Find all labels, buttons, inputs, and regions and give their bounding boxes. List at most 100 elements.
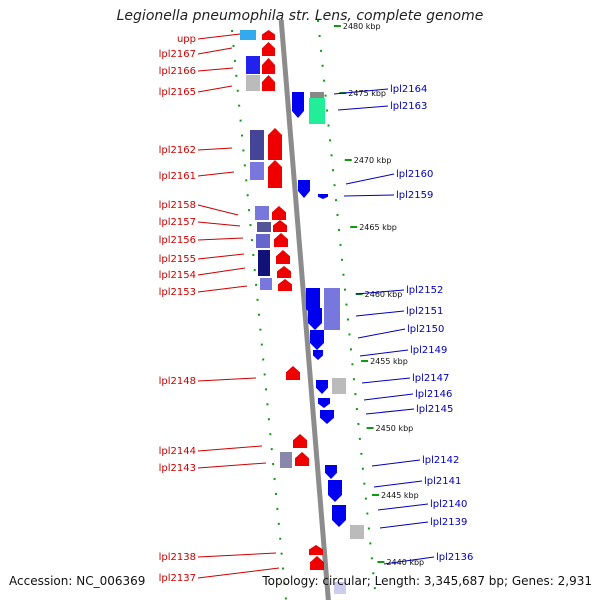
left-label-leader xyxy=(197,462,267,469)
right-gene-label: lpl2145 xyxy=(416,404,453,415)
genome-summary-text: Topology: circular; Length: 3,345,687 bp… xyxy=(262,574,592,588)
gene-block xyxy=(350,525,364,539)
forward-gene xyxy=(309,545,323,555)
left-gene-label: lpl2153 xyxy=(159,287,196,298)
forward-gene xyxy=(274,233,288,247)
right-label-leader xyxy=(361,377,411,384)
left-gene-label: lpl2155 xyxy=(159,254,196,265)
kbp-tick-label: 2465 kbp xyxy=(359,223,397,232)
right-gene-label: lpl2163 xyxy=(390,101,427,112)
reverse-gene xyxy=(308,308,322,330)
reverse-gene-block xyxy=(240,30,256,40)
forward-gene xyxy=(262,30,275,40)
left-label-leader xyxy=(197,267,246,276)
forward-gene xyxy=(310,556,324,570)
right-label-leader xyxy=(359,349,409,357)
left-gene-label: lpl2154 xyxy=(159,270,196,281)
forward-gene xyxy=(268,160,282,188)
reverse-gene xyxy=(316,380,328,394)
right-label-leader xyxy=(343,194,395,197)
left-gene-label: lpl2143 xyxy=(159,463,196,474)
right-gene-label: lpl2152 xyxy=(406,285,443,296)
kbp-tick-label: 2475 kbp xyxy=(348,89,386,98)
left-label-leader xyxy=(197,171,235,177)
left-label-leader xyxy=(197,377,257,382)
reverse-gene xyxy=(292,92,304,118)
left-gene-label: lpl2162 xyxy=(159,145,196,156)
left-gene-label: lpl2156 xyxy=(159,235,196,246)
left-gene-label: lpl2144 xyxy=(159,446,196,457)
map-title: Legionella pneumophila str. Lens, comple… xyxy=(116,8,484,24)
left-label-leader xyxy=(197,285,248,293)
left-label-leader xyxy=(197,445,263,452)
reverse-gene-block xyxy=(260,278,272,290)
reverse-gene-block xyxy=(250,130,264,160)
left-label-leader xyxy=(197,85,233,93)
left-label-leader xyxy=(197,253,245,260)
right-gene-label: lpl2159 xyxy=(396,190,433,201)
left-gene-label: lpl2138 xyxy=(159,552,196,563)
forward-gene xyxy=(277,266,291,278)
forward-gene xyxy=(286,366,300,380)
reverse-gene xyxy=(313,350,323,360)
forward-gene xyxy=(276,250,290,264)
gene-block xyxy=(324,288,340,330)
kbp-tick-label: 2445 kbp xyxy=(381,491,419,500)
left-gene-label: upp xyxy=(177,34,196,45)
right-label-leader xyxy=(373,480,423,488)
reverse-gene xyxy=(310,330,324,350)
right-gene-label: lpl2160 xyxy=(396,169,433,180)
right-gene-label: lpl2136 xyxy=(436,552,473,563)
left-label-leader xyxy=(197,552,277,558)
forward-gene xyxy=(262,75,275,91)
right-gene-label: lpl2164 xyxy=(390,84,427,95)
forward-gene xyxy=(262,42,275,56)
right-label-leader xyxy=(355,310,405,317)
reverse-gene xyxy=(320,410,334,424)
right-gene-label: lpl2150 xyxy=(407,324,444,335)
left-gene-label: lpl2148 xyxy=(159,376,196,387)
left-gene-label: lpl2161 xyxy=(159,171,196,182)
right-gene-label: lpl2140 xyxy=(430,499,467,510)
right-gene-label: lpl2141 xyxy=(424,476,461,487)
right-gene-label: lpl2149 xyxy=(410,345,447,356)
right-gene-label: lpl2139 xyxy=(430,517,467,528)
kbp-tick-label: 2470 kbp xyxy=(354,156,392,165)
left-label-leader xyxy=(197,47,233,55)
left-gene-label: lpl2167 xyxy=(159,49,196,60)
left-label-leader xyxy=(197,204,239,216)
left-label-leader xyxy=(197,567,280,579)
left-gene-label: lpl2137 xyxy=(159,573,196,584)
accession-text: Accession: NC_006369 xyxy=(9,574,146,588)
left-label-leader xyxy=(197,237,244,241)
reverse-gene-block xyxy=(250,162,264,180)
reverse-gene-block xyxy=(256,234,270,248)
forward-gene xyxy=(262,58,275,74)
reverse-gene-block xyxy=(246,75,260,91)
reverse-gene xyxy=(298,180,310,198)
forward-gene xyxy=(268,128,282,160)
right-label-leader xyxy=(363,393,414,401)
gene-block xyxy=(334,582,346,594)
right-label-leader xyxy=(379,521,429,529)
reverse-gene-block xyxy=(280,452,292,468)
right-gene-label: lpl2146 xyxy=(415,389,452,400)
right-gene-label: lpl2142 xyxy=(422,455,459,466)
genome-backbone xyxy=(278,19,331,600)
forward-gene xyxy=(273,220,287,232)
reverse-gene-block xyxy=(255,206,269,220)
kbp-tick-label: 2480 kbp xyxy=(343,22,381,31)
right-label-leader xyxy=(357,328,406,339)
left-label-leader xyxy=(197,221,241,227)
right-label-leader xyxy=(365,408,415,415)
kbp-tick-label: 2440 kbp xyxy=(386,558,424,567)
kbp-tick-label: 2460 kbp xyxy=(365,290,403,299)
left-gene-label: lpl2165 xyxy=(159,87,196,98)
left-dotted-guide xyxy=(231,29,287,600)
reverse-gene xyxy=(318,194,328,199)
left-label-leader xyxy=(197,33,241,40)
kbp-tick-label: 2455 kbp xyxy=(370,357,408,366)
left-label-leader xyxy=(197,67,234,72)
forward-gene xyxy=(295,452,309,466)
